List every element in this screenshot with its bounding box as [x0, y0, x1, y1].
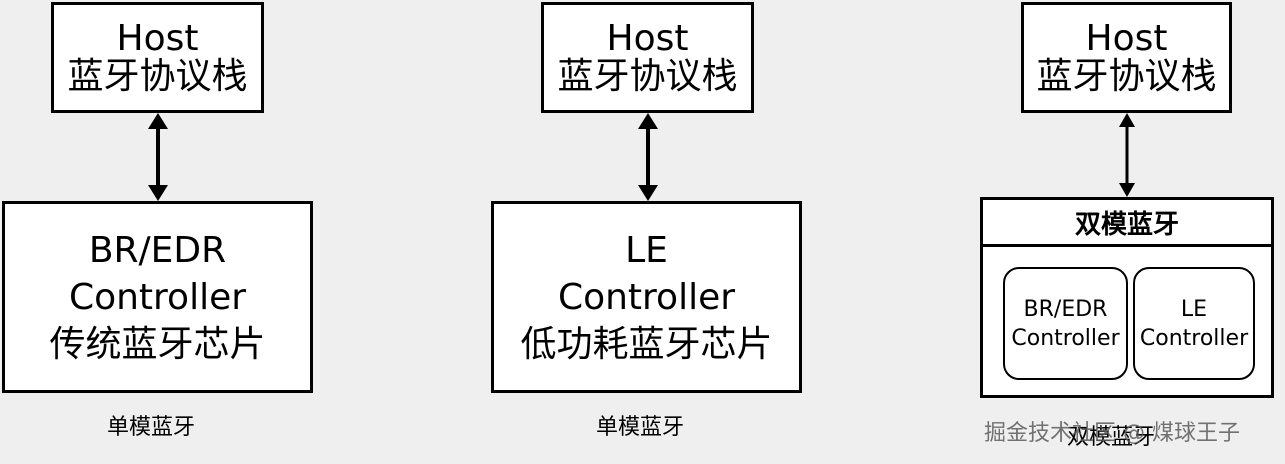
low-power-chip-label: 低功耗蓝牙芯片: [520, 323, 773, 365]
host-label: Host: [606, 17, 689, 59]
single-mode-caption-classic: 单模蓝牙: [107, 415, 196, 440]
dual-mode-caption: 双模蓝牙: [1067, 425, 1156, 450]
watermark: 掘金技术社区 @ 煤球王子: [984, 421, 1240, 446]
bidirectional-arrow-icon: [638, 113, 658, 201]
host-box-dual: Host 蓝牙协议栈: [1021, 2, 1232, 113]
host-stack-label: 蓝牙协议栈: [1036, 55, 1217, 97]
bidirectional-arrow-icon: [1119, 113, 1135, 197]
dual-br-edr-controller: BR/EDR Controller: [1003, 267, 1128, 380]
br-edr-label: BR/EDR: [1023, 296, 1108, 322]
le-label: LE: [1180, 296, 1208, 322]
controller-label: Controller: [1011, 325, 1120, 351]
classic-chip-label: 传统蓝牙芯片: [49, 323, 266, 365]
controller-label: Controller: [1139, 325, 1249, 351]
host-stack-label: 蓝牙协议栈: [67, 55, 248, 97]
br-edr-controller-box: BR/EDR Controller 传统蓝牙芯片: [2, 201, 313, 393]
br-edr-label: BR/EDR: [88, 229, 227, 271]
dual-le-controller: LE Controller: [1133, 267, 1255, 380]
dual-mode-box: 双模蓝牙 BR/EDR Controller LE Controller: [980, 197, 1274, 398]
host-box-classic: Host 蓝牙协议栈: [51, 2, 264, 113]
le-controller-box: LE Controller 低功耗蓝牙芯片: [491, 201, 802, 393]
host-box-le: Host 蓝牙协议栈: [541, 2, 754, 113]
host-label: Host: [1085, 17, 1168, 59]
host-label: Host: [116, 17, 199, 59]
dual-mode-title: 双模蓝牙: [983, 200, 1271, 247]
host-stack-label: 蓝牙协议栈: [557, 55, 738, 97]
single-mode-caption-le: 单模蓝牙: [596, 415, 685, 440]
le-label: LE: [625, 229, 668, 271]
controller-label: Controller: [557, 276, 736, 318]
bidirectional-arrow-icon: [148, 113, 168, 201]
controller-label: Controller: [68, 276, 247, 318]
